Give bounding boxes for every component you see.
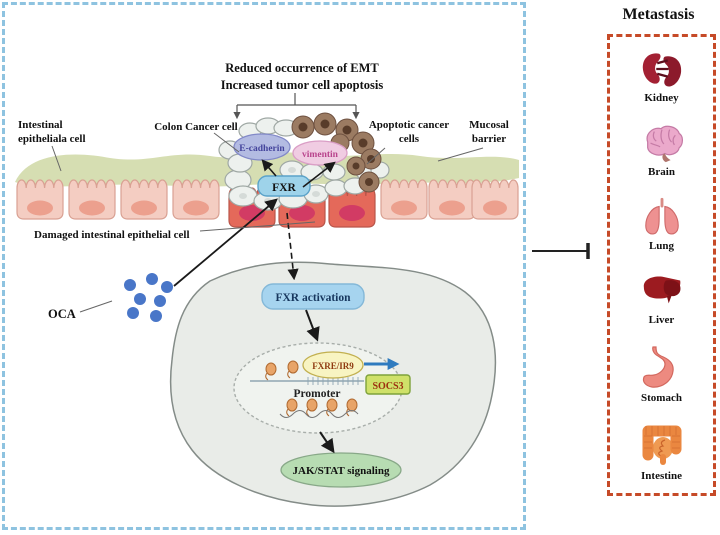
metastasis-panel: Kidney Brain Lung Liver <box>607 34 716 496</box>
kidney-icon <box>642 53 681 87</box>
organ-item-stomach: Stomach <box>638 344 686 404</box>
organ-item-lung: Lung <box>638 196 686 252</box>
inhibition-connector <box>532 243 590 259</box>
organ-label: Kidney <box>644 92 679 104</box>
liver-icon <box>643 276 680 304</box>
lung-icon <box>644 197 679 235</box>
organ-label: Liver <box>648 314 675 326</box>
metastasis-title: Metastasis <box>622 6 695 23</box>
intestine-icon <box>642 425 681 465</box>
main-pathway-panel <box>2 2 526 530</box>
organ-label: Stomach <box>641 392 682 404</box>
brain-icon <box>646 125 683 163</box>
organ-label: Brain <box>648 166 675 178</box>
organ-label: Lung <box>648 240 675 252</box>
organ-item-brain: Brain <box>638 122 686 178</box>
organ-item-liver: Liver <box>638 270 686 326</box>
organ-item-intestine: Intestine <box>638 422 686 482</box>
organ-item-kidney: Kidney <box>638 48 686 104</box>
organ-label: Intestine <box>641 470 682 482</box>
stomach-icon <box>642 346 674 388</box>
